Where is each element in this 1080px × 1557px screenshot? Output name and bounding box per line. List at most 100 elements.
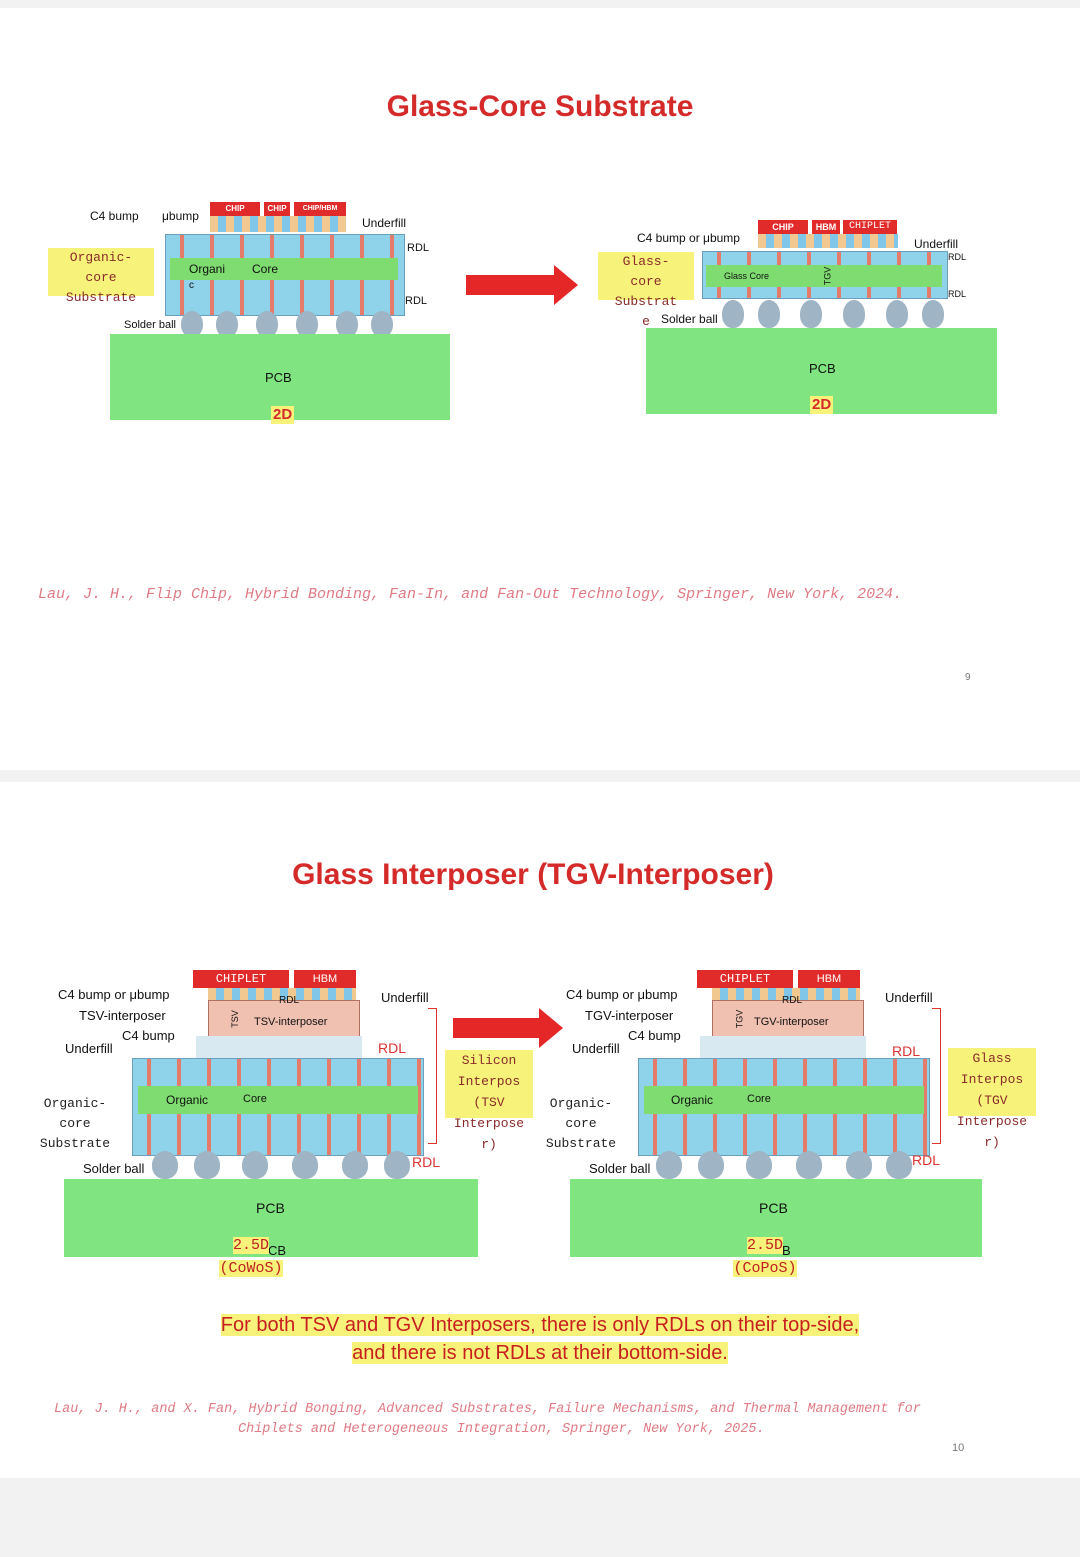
tsv-interposer-label: TSV-interposer xyxy=(79,1008,166,1023)
c4-ubump-label: C4 bump or μbump xyxy=(566,987,678,1002)
chip-bump-row xyxy=(758,234,898,248)
tsv-label: TSV xyxy=(229,1010,240,1028)
c4-bump-label: C4 bump xyxy=(90,209,139,223)
arrow-right-icon xyxy=(453,1008,563,1048)
substrate-label-text: Organic- core Substrate xyxy=(39,1096,111,1151)
solder-ball xyxy=(886,300,908,328)
c4-bump-label: C4 bump xyxy=(628,1028,681,1043)
side-label-text: Glass Interpos (TGV Interpose r) xyxy=(956,1051,1028,1150)
interposer-bracket xyxy=(428,1008,437,1144)
chip-1: CHIP xyxy=(758,220,808,234)
core-organic-text: Organic xyxy=(166,1093,209,1107)
substrate-label-text: Glass- core Substrat e xyxy=(614,254,678,329)
glass-core-substrate-label: Glass- core Substrat e xyxy=(598,252,694,329)
underfill-label: Underfill xyxy=(914,237,959,251)
solder-ball-label: Solder ball xyxy=(83,1161,145,1176)
solder-ball xyxy=(758,300,780,328)
slide-title: Glass Interposer (TGV-Interposer) xyxy=(292,858,774,891)
solder-ball xyxy=(843,300,865,328)
interposer-inner-label: TSV-interposer xyxy=(254,1016,328,1028)
c4-ubump-label: C4 bump or μbump xyxy=(58,987,170,1002)
c4-bump-row xyxy=(196,1036,362,1058)
page-number: 9 xyxy=(965,672,971,683)
solder-ball xyxy=(384,1151,410,1179)
chip-2: CHIP xyxy=(264,202,290,216)
page-number: 10 xyxy=(952,1442,965,1454)
chiplet-chip: CHIPLET xyxy=(193,970,289,988)
tag-text: 2.5D (CoPoS) xyxy=(733,1237,797,1277)
core-text-core: Core xyxy=(252,262,279,276)
core-core-text: Core xyxy=(243,1093,267,1105)
pcb-label: PCB xyxy=(809,361,836,376)
rdl-bottom-label: RDL xyxy=(948,289,967,299)
solder-ball-label: Solder ball xyxy=(124,319,176,331)
slide-9: Glass-Core Substrate C4 bump μbump CHIP … xyxy=(0,8,1080,770)
solder-ball xyxy=(371,311,393,337)
pcb-label: PCB xyxy=(759,1200,788,1216)
solder-ball-label: Solder ball xyxy=(589,1161,651,1176)
rdl-mid-label: RDL xyxy=(892,1043,921,1059)
tag-text: 2.5D (CoWoS) xyxy=(219,1237,283,1277)
chip-1: CHIP xyxy=(210,202,260,216)
rdl-top-label: RDL xyxy=(407,242,430,254)
interposer-inner-label: TGV-interposer xyxy=(754,1016,829,1028)
solder-ball xyxy=(342,1151,368,1179)
tag-ghost: B xyxy=(782,1243,791,1258)
note-line-1: For both TSV and TGV Interposers, there … xyxy=(0,1314,1080,1337)
c4-bump-row xyxy=(700,1036,866,1058)
solder-ball xyxy=(922,300,944,328)
solder-ball xyxy=(722,300,744,328)
chip-bump-row xyxy=(208,988,356,1000)
rdl-bottom-label: RDL xyxy=(405,295,428,307)
solder-ball xyxy=(656,1151,682,1179)
chip-bump-row xyxy=(712,988,860,1000)
rdl-bottom-label: RDL xyxy=(912,1152,941,1168)
core-core-text: Core xyxy=(747,1093,771,1105)
solder-ball xyxy=(256,311,278,337)
underfill-left-label: Underfill xyxy=(65,1041,113,1056)
tag-ghost: CB xyxy=(268,1243,287,1258)
solder-ball xyxy=(242,1151,268,1179)
chip-bump-row xyxy=(210,216,346,232)
chip-2: HBM xyxy=(812,220,840,234)
tag-cowos: 2.5D (CoWoS) xyxy=(210,1234,292,1280)
tgv-text: TGV xyxy=(822,266,833,286)
pcb-board xyxy=(110,334,450,420)
tgv-interposer-label: TGV-interposer xyxy=(585,1008,674,1023)
rdl-bottom-label: RDL xyxy=(412,1154,441,1170)
hbm-chip: HBM xyxy=(798,970,860,988)
tag-2d: 2D xyxy=(271,406,295,424)
reference-line-2: Chiplets and Heterogeneous Integration, … xyxy=(238,1422,765,1437)
solder-ball xyxy=(292,1151,318,1179)
solder-ball xyxy=(152,1151,178,1179)
glass-interposer-label: Glass Interpos (TGV Interpose r) xyxy=(948,1048,1036,1150)
core-organic-text: Organic xyxy=(671,1093,714,1107)
c4-bump-label: C4 bump xyxy=(122,1028,175,1043)
solder-ball xyxy=(296,311,318,337)
underfill-left-label: Underfill xyxy=(572,1041,620,1056)
ubump-label: μbump xyxy=(162,209,199,223)
substrate-label-text: Organic- core Substrate xyxy=(65,250,137,305)
glass-core-text: Glass Core xyxy=(724,271,770,281)
side-label-text: Silicon Interpos (TSV Interpose r) xyxy=(453,1053,525,1152)
tgv-label: TGV xyxy=(734,1009,745,1029)
glass-core-layer xyxy=(706,265,942,287)
rdl-small-label: RDL xyxy=(782,995,803,1006)
rdl-mid-label: RDL xyxy=(378,1040,407,1056)
pcb-label: PCB xyxy=(265,370,292,385)
solder-ball xyxy=(886,1151,912,1179)
solder-ball xyxy=(216,311,238,337)
rdl-top-label: RDL xyxy=(948,252,967,262)
chip-3: CHIP/HBM xyxy=(294,202,346,216)
interposer-bracket xyxy=(932,1008,941,1144)
solder-ball xyxy=(336,311,358,337)
reference: Lau, J. H., Flip Chip, Hybrid Bonding, F… xyxy=(38,586,903,603)
core-text-organi: Organi xyxy=(189,262,226,276)
organic-core-layer xyxy=(170,258,398,280)
tag-2d: 2D xyxy=(810,396,834,414)
solder-ball xyxy=(800,300,822,328)
core-text-c: c xyxy=(189,280,194,291)
organic-core-substrate-label: Organic- core Substrate xyxy=(48,248,154,305)
underfill-label: Underfill xyxy=(362,216,407,230)
solder-ball xyxy=(796,1151,822,1179)
